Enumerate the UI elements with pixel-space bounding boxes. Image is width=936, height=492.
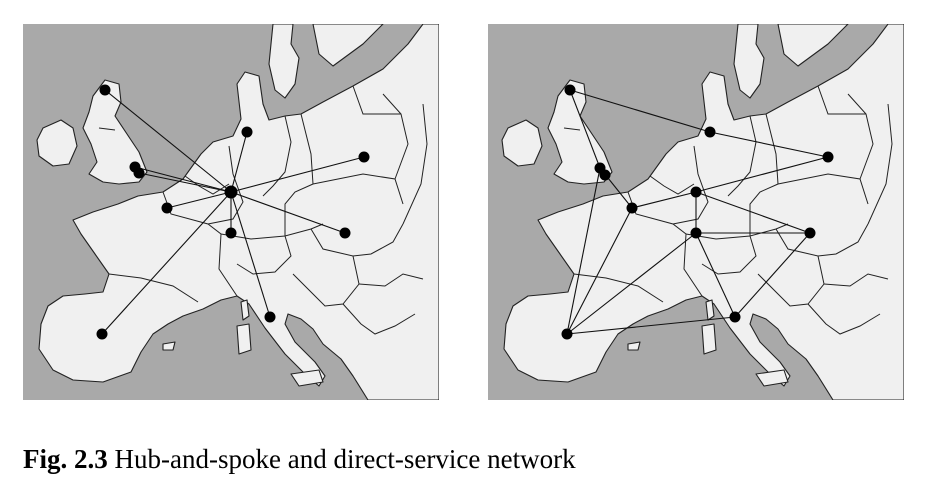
direct-service-map-svg <box>488 24 904 400</box>
network-node <box>690 227 702 239</box>
network-node <box>225 227 237 239</box>
sardinia-landmass <box>236 323 252 355</box>
route <box>569 89 711 133</box>
network-node <box>358 151 370 163</box>
balearic-landmass <box>627 341 641 351</box>
hub-node <box>224 185 238 199</box>
country-borders <box>98 85 428 335</box>
direct-service-map <box>488 24 904 400</box>
ireland-landmass <box>36 119 78 167</box>
route <box>695 156 829 193</box>
route <box>566 207 633 335</box>
figure-caption-text: Hub-and-spoke and direct-service network <box>114 444 576 474</box>
route <box>734 232 811 318</box>
hub-and-spoke-map-svg <box>23 24 439 400</box>
route <box>230 156 365 193</box>
network-node <box>161 202 173 214</box>
network-node <box>99 84 111 96</box>
continent-landmass <box>503 24 904 400</box>
hub-and-spoke-nodes <box>96 84 370 340</box>
direct-service-nodes <box>561 84 834 340</box>
sicily-landmass <box>755 369 789 387</box>
network-node <box>704 126 716 138</box>
figure-caption: Fig. 2.3 Hub-and-spoke and direct-servic… <box>23 444 576 475</box>
hub-and-spoke-routes <box>101 89 365 335</box>
route <box>566 167 601 335</box>
network-node <box>133 167 145 179</box>
route <box>166 191 232 209</box>
network-node <box>96 328 108 340</box>
route <box>101 191 232 335</box>
network-node <box>339 227 351 239</box>
route <box>566 316 736 335</box>
corsica-landmass <box>240 299 250 321</box>
sardinia-landmass <box>701 323 717 355</box>
network-node <box>561 328 573 340</box>
network-node <box>241 126 253 138</box>
network-node <box>804 227 816 239</box>
hub-and-spoke-map <box>23 24 439 400</box>
network-node <box>264 311 276 323</box>
route <box>230 191 271 318</box>
corsica-landmass <box>705 299 715 321</box>
figure-number: Fig. 2.3 <box>23 444 108 474</box>
scandinavia-landmass <box>268 24 384 99</box>
route <box>709 131 829 158</box>
scandinavia-landmass <box>733 24 849 99</box>
route <box>138 172 232 193</box>
route <box>631 191 697 209</box>
route <box>695 232 736 318</box>
route <box>134 166 232 193</box>
network-node <box>690 186 702 198</box>
balearic-landmass <box>162 341 176 351</box>
ireland-landmass <box>501 119 543 167</box>
route <box>104 89 232 193</box>
network-node <box>564 84 576 96</box>
network-node <box>822 151 834 163</box>
great-britain-landmass <box>82 79 148 185</box>
continent-landmass <box>38 24 439 400</box>
country-borders <box>563 85 893 335</box>
network-node <box>599 169 611 181</box>
network-node <box>626 202 638 214</box>
network-node <box>729 311 741 323</box>
sicily-landmass <box>290 369 324 387</box>
route <box>230 131 248 193</box>
route <box>566 232 697 335</box>
route <box>230 191 346 234</box>
route <box>695 191 811 234</box>
route <box>569 89 601 169</box>
